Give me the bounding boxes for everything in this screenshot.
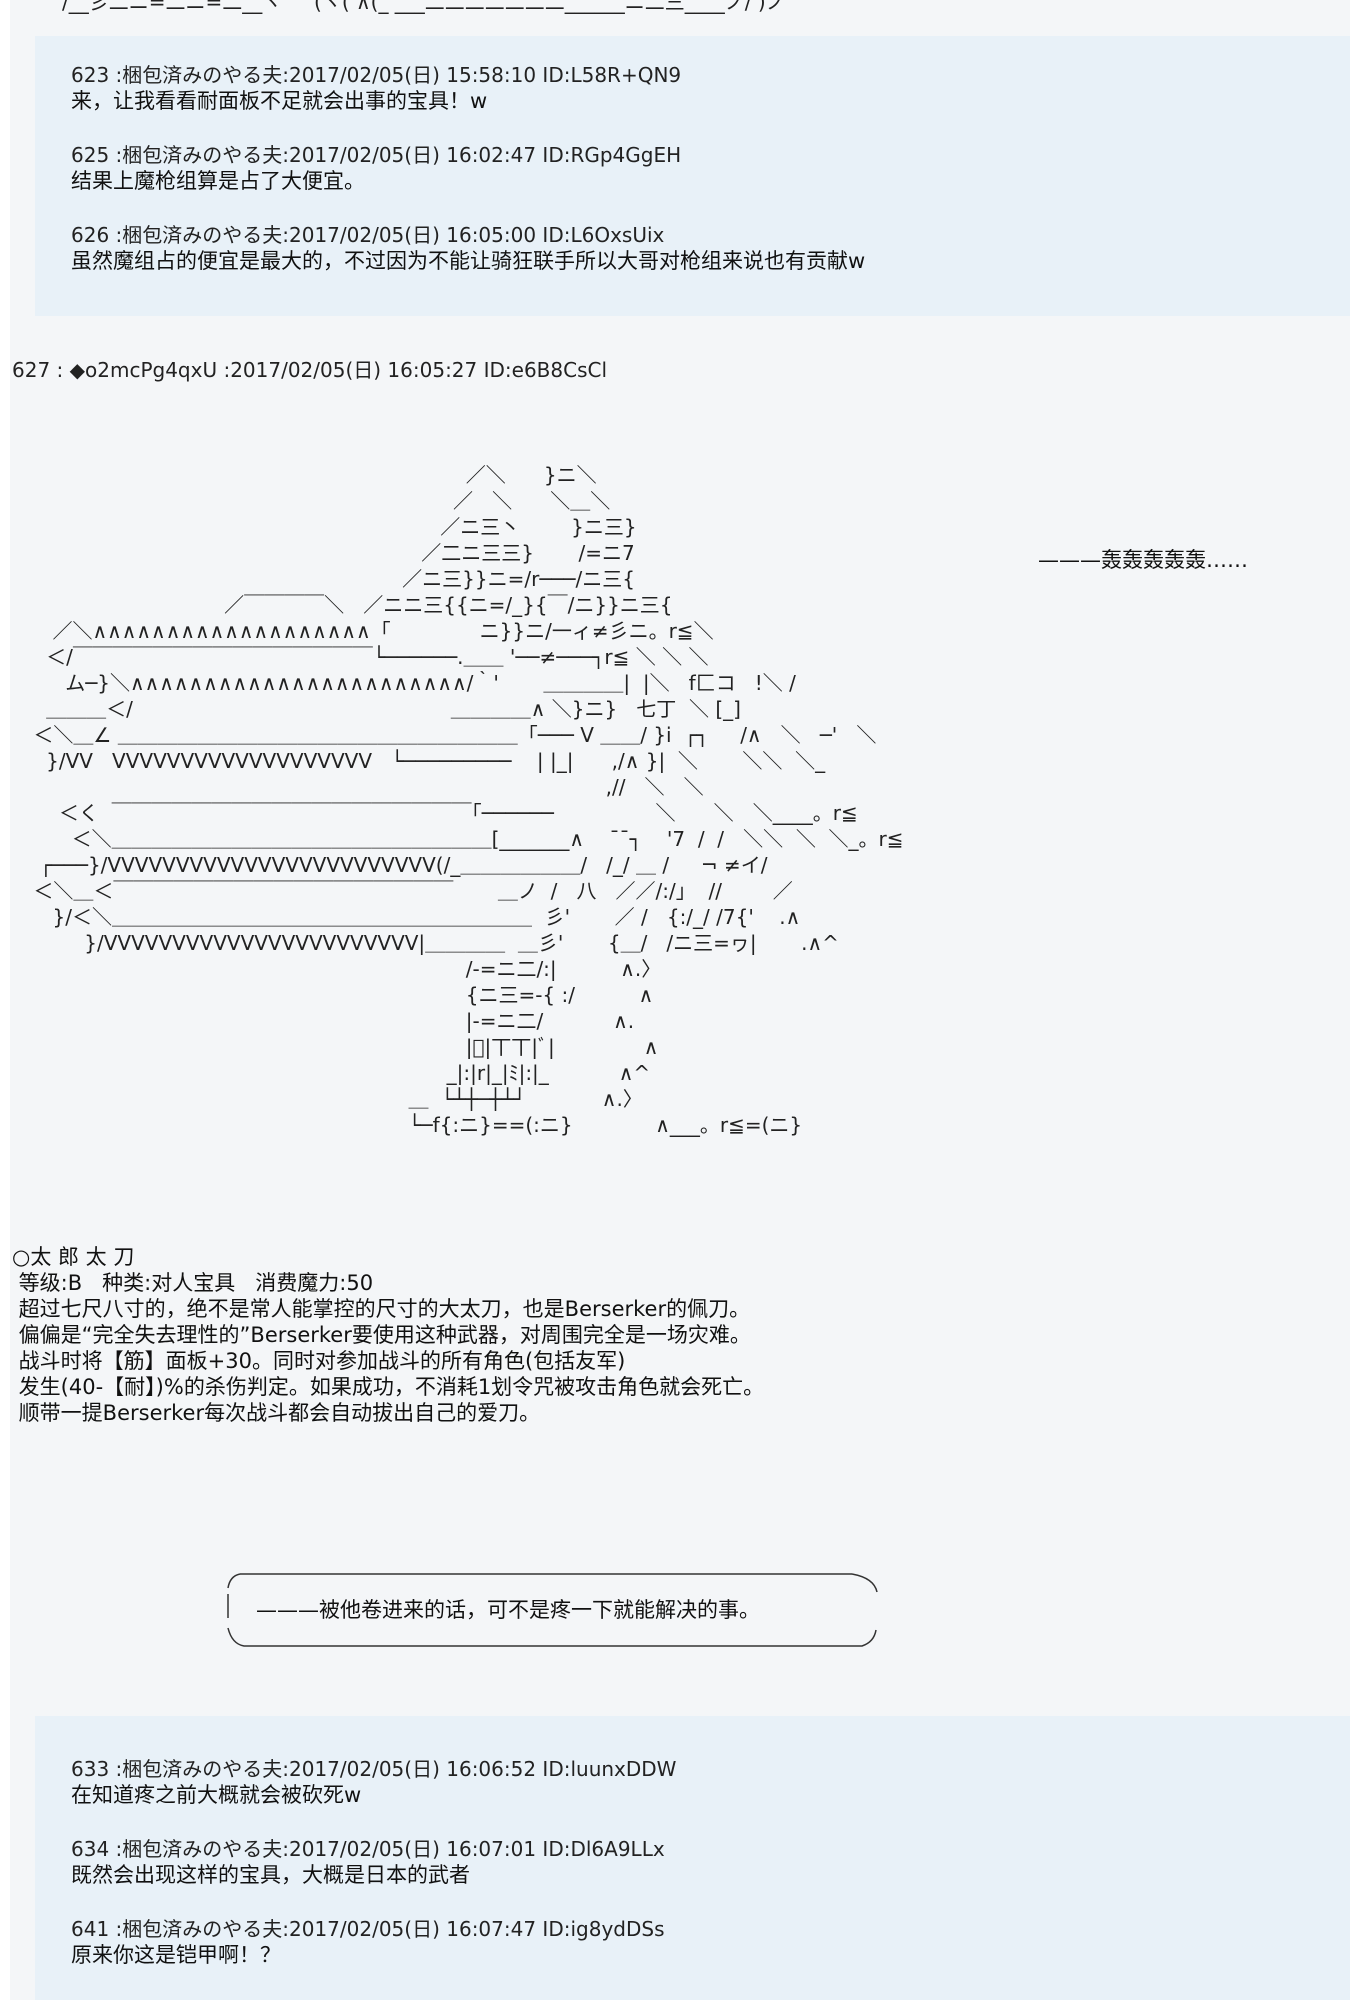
speech-bubble-text: ———被他卷进来的话，可不是疼一下就能解决的事。 xyxy=(256,1598,760,1622)
ascii-art-line: ＜く ￣￣￣￣￣￣￣￣￣￣￣￣￣￣￣￣￣￣｢────── ＼ ＼ ＼____。r… xyxy=(8,801,858,825)
ascii-art-line: ,// ＼ ＼ xyxy=(8,775,704,799)
post-body: 在知道疼之前大概就会被砍死w xyxy=(71,1783,362,1807)
ascii-art-line: /-=ニ二/:| ∧.〉 xyxy=(8,957,662,981)
post-body: 来，让我看看耐面板不足就会出事的宝具！w xyxy=(71,89,488,113)
speech-bubble: ———被他卷进来的话，可不是疼一下就能解决的事。 xyxy=(222,1566,882,1654)
ascii-art-line: ＿ └┴┼─┼┴┘ ∧.〉 xyxy=(8,1087,643,1111)
ascii-art-line: ／＼∧∧∧∧∧∧∧∧∧∧∧∧∧∧∧∧∧∧∧「 ニ}}ニ/一ィ≠彡ニ。r≦＼ xyxy=(8,619,714,643)
main-post-header: 627 : ◆o2mcPg4qxU :2017/02/05(日) 16:05:2… xyxy=(12,358,608,382)
post-header: 634 :梱包済みのやる夫:2017/02/05(日) 16:07:01 ID:… xyxy=(71,1837,665,1861)
reply-post: 625 :梱包済みのやる夫:2017/02/05(日) 16:02:47 ID:… xyxy=(71,142,681,194)
ascii-art-line: ／ ＼ ＼＿＼ xyxy=(8,489,611,513)
reply-block-2: 633 :梱包済みのやる夫:2017/02/05(日) 16:06:52 ID:… xyxy=(35,1716,1350,2000)
post-header: 633 :梱包済みのやる夫:2017/02/05(日) 16:06:52 ID:… xyxy=(71,1757,677,1781)
ascii-art-line: _|:|r|_|ﾐ|:|_ ∧^ xyxy=(8,1061,651,1085)
ascii-art-line: ＜＼＿∠ ＿＿＿＿＿＿＿＿＿＿＿＿＿＿＿＿＿＿＿＿「─── V ＿＿/ }i ┌… xyxy=(8,723,877,747)
ascii-art-line: ／ニ三丶 }ニ三} xyxy=(8,515,637,539)
item-line: 发生(40-【耐】)%的杀伤判定。如果成功，不消耗1划令咒被攻击角色就会死亡。 xyxy=(12,1375,765,1399)
reply-post: 634 :梱包済みのやる夫:2017/02/05(日) 16:07:01 ID:… xyxy=(71,1836,665,1888)
post-header: 625 :梱包済みのやる夫:2017/02/05(日) 16:02:47 ID:… xyxy=(71,143,682,167)
reply-post: 623 :梱包済みのやる夫:2017/02/05(日) 15:58:10 ID:… xyxy=(71,62,681,114)
sound-effect-text: ———轰轰轰轰轰…… xyxy=(1038,548,1248,572)
ascii-art-line: |ﾞ|丅丅|ﾞ| ∧ xyxy=(8,1035,659,1059)
ascii-art-line: ／ニ三}}ニ=/r───/ニ三{ xyxy=(8,567,635,591)
top-ascii-fragment: /__彡二ニ=二ニ=二__ヾ (ヾ( ∧(_ ___二二二二二二二______ニ… xyxy=(62,0,786,14)
post-body: 原来你这是铠甲啊！？ xyxy=(71,1943,281,1967)
ascii-art-line: |-=ニ二/ ∧. xyxy=(8,1009,635,1033)
post-body: 既然会出现这样的宝具，大概是日本的武者 xyxy=(71,1863,470,1887)
ascii-art-line: {ニ三=-{ :/ ∧ xyxy=(8,983,654,1007)
post-body: 虽然魔组占的便宜是最大的，不过因为不能让骑狂联手所以大哥对枪组来说也有贡献w xyxy=(71,249,866,273)
ascii-art-line: ム─}＼∧∧∧∧∧∧∧∧∧∧∧∧∧∧∧∧∧∧∧∧∧∧∧/｀' ＿＿＿＿| |＼ … xyxy=(8,671,796,695)
item-line: 战斗时将【筋】面板+30。同时对参加战斗的所有角色(包括友军) xyxy=(12,1349,626,1373)
ascii-art-line: ＜/￣￣￣￣￣￣￣￣￣￣￣￣￣￣￣└──────.＿＿ '──≠───┐r≦ ＼… xyxy=(8,645,709,669)
ascii-art-line: ＜＼＿＜￣￣￣￣￣￣￣￣￣￣￣￣￣￣￣￣￣ ＿ノ / 八 ／／/:/」 // ／ xyxy=(8,879,793,903)
speech-bubble-frame xyxy=(227,1573,878,1647)
page-background xyxy=(10,0,1350,2000)
ascii-art-line: ／＼ }ニ＼ xyxy=(8,463,597,487)
item-description: ○太 郎 太 刀 等级:B 种类:对人宝具 消费魔力:50 超过七尺八寸的，绝不… xyxy=(12,1244,764,1426)
item-line: 顺带一提Berserker每次战斗都会自动拔出自己的爱刀。 xyxy=(12,1401,541,1425)
ascii-art-line: }/VV VVVVVVVVVVVVVVVVVVV └───────── | |_… xyxy=(8,749,826,773)
ascii-art-line: ＿＿＿＜/ ＿＿＿＿∧ ＼}ニ} 七丁 ＼ [_] xyxy=(8,697,741,721)
item-line: 偏偏是“完全失去理性的”Berserker要使用这种武器，对周围完全是一场灾难。 xyxy=(12,1323,751,1347)
item-title: ○太 郎 太 刀 xyxy=(12,1245,135,1269)
ascii-art-line: ／二ニ三三} /=ニ7 xyxy=(8,541,635,565)
reply-post: 626 :梱包済みのやる夫:2017/02/05(日) 16:05:00 ID:… xyxy=(71,222,865,274)
post-header: 641 :梱包済みのやる夫:2017/02/05(日) 16:07:47 ID:… xyxy=(71,1917,665,1941)
ascii-art-line: ┌───}/VVVVVVVVVVVVVVVVVVVVVVVV(/_＿＿＿＿＿＿/… xyxy=(8,853,768,877)
ascii-art-line: └─f{:ニ}==(:ニ} ∧___。r≦=(ニ} xyxy=(8,1113,803,1137)
ascii-art-line: ／￣￣￣￣＼ ／ニニ三{{ニ=/_}{￣/ニ}}ニ三{ xyxy=(8,593,673,617)
ascii-art-line: }/VVVVVVVVVVVVVVVVVVVVVVV|＿＿＿＿ ＿彡' {＿/ /… xyxy=(8,931,839,955)
post-header: 623 :梱包済みのやる夫:2017/02/05(日) 15:58:10 ID:… xyxy=(71,63,682,87)
reply-post: 641 :梱包済みのやる夫:2017/02/05(日) 16:07:47 ID:… xyxy=(71,1916,665,1968)
post-body: 结果上魔枪组算是占了大便宜。 xyxy=(71,169,365,193)
reply-block-1: 623 :梱包済みのやる夫:2017/02/05(日) 15:58:10 ID:… xyxy=(35,36,1350,316)
item-line: 超过七尺八寸的，绝不是常人能掌控的尺寸的大太刀，也是Berserker的佩刀。 xyxy=(12,1297,751,1321)
ascii-art-line: ＜＼＿＿＿＿＿＿＿＿＿＿＿＿＿＿＿＿＿＿＿[_______∧ ¯¯┐ '7 / … xyxy=(8,827,904,851)
item-line: 等级:B 种类:对人宝具 消费魔力:50 xyxy=(12,1271,374,1295)
ascii-art-berserker-sword: ／＼ }ニ＼ ／ ＼ ＼＿＼ ／ニ三丶 }ニ三} xyxy=(8,462,904,1138)
post-header: 626 :梱包済みのやる夫:2017/02/05(日) 16:05:00 ID:… xyxy=(71,223,665,247)
reply-post: 633 :梱包済みのやる夫:2017/02/05(日) 16:06:52 ID:… xyxy=(71,1756,676,1808)
ascii-art-line: }/＜＼＿＿＿＿＿＿＿＿＿＿＿＿＿＿＿＿＿＿＿＿＿ 彡' ／ / {:/_/ /… xyxy=(8,905,801,929)
